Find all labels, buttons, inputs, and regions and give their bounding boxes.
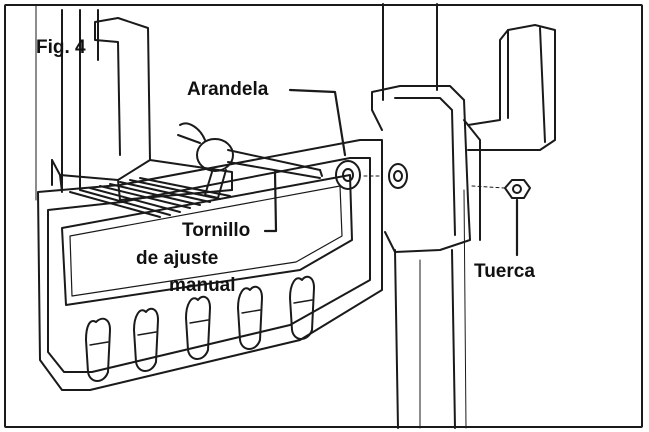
washer-callout: Arandela: [187, 79, 269, 100]
nut: [471, 179, 531, 199]
figure-border: [4, 4, 643, 428]
manual-screw: [177, 122, 323, 199]
manual-screw-callout-line3: manual: [169, 275, 236, 296]
central-post: [382, 3, 467, 429]
adjustment-plate: [37, 139, 383, 391]
figure-number: Fig. 4: [36, 37, 86, 58]
manual-screw-callout-line2: de ajuste: [136, 248, 219, 269]
manual-screw-callout-line1: Tornillo: [182, 220, 251, 241]
left-frame-tubes: [35, 4, 99, 201]
adjustment-holes: [85, 275, 315, 382]
washers: [335, 160, 408, 190]
nut-callout: Tuerca: [474, 261, 535, 282]
leader-lines: [263, 88, 519, 257]
right-clamp: [371, 24, 556, 253]
